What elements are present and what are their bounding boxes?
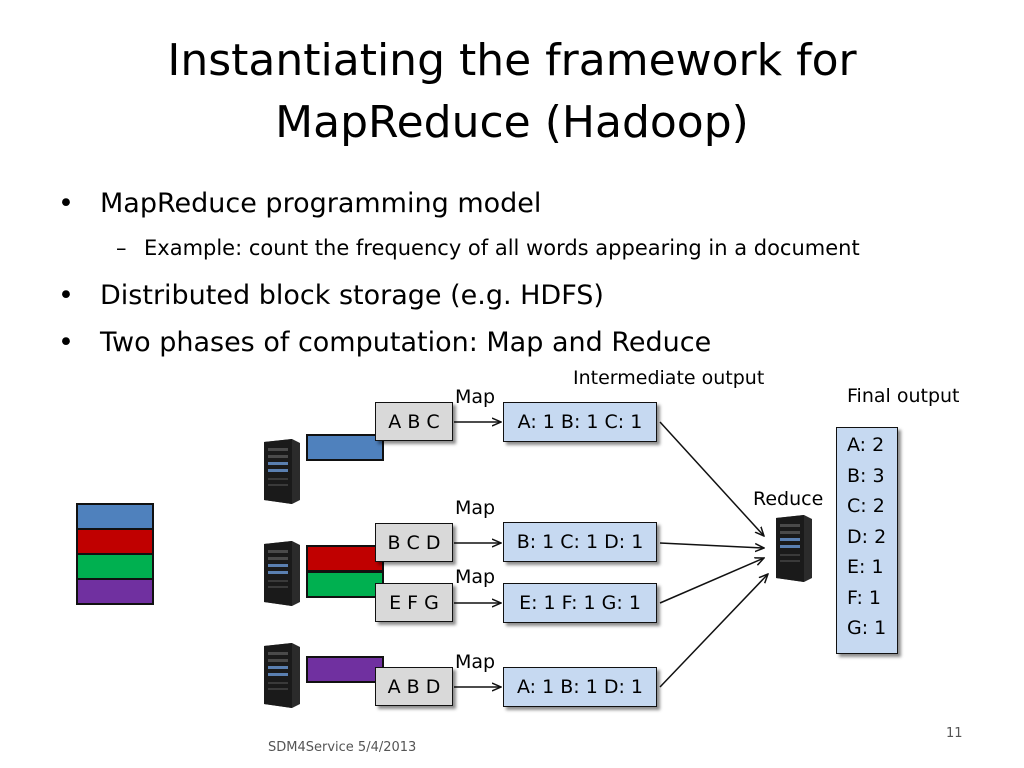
final-output-item: D: 2 bbox=[847, 525, 887, 548]
data-block-purple bbox=[306, 656, 384, 683]
bullet-dot: • bbox=[58, 327, 74, 358]
sub-bullet-text: Example: count the frequency of all word… bbox=[144, 236, 860, 260]
map-input-box: A B D bbox=[375, 667, 453, 706]
reduce-arrow bbox=[659, 542, 764, 548]
final-output-item: F: 1 bbox=[847, 586, 881, 609]
bullet-text: Distributed block storage (e.g. HDFS) bbox=[100, 280, 604, 311]
final-output-item: A: 2 bbox=[847, 434, 885, 456]
data-block-red bbox=[306, 545, 384, 572]
map-input-box: A B C bbox=[375, 402, 453, 441]
reduce-arrow bbox=[659, 574, 768, 688]
stack-block-red bbox=[76, 528, 154, 555]
data-block-blue bbox=[306, 434, 384, 461]
footer-source: SDM4Service 5/4/2013 bbox=[268, 740, 417, 755]
reduce-arrow bbox=[659, 421, 764, 536]
map-label: Map bbox=[455, 497, 496, 519]
sub-bullet-dash: – bbox=[116, 236, 127, 260]
reduce-arrow bbox=[659, 558, 764, 604]
final-output-item: E: 1 bbox=[847, 556, 884, 578]
final-output-item: C: 2 bbox=[847, 495, 885, 517]
final-output-label: Final output bbox=[847, 385, 960, 407]
intermediate-output-box: A: 1 B: 1 D: 1 bbox=[503, 667, 657, 707]
data-block-green bbox=[306, 571, 384, 598]
server-icon bbox=[264, 541, 300, 606]
slide-title-line-1: Instantiating the framework for bbox=[167, 35, 857, 86]
intermediate-output-label: Intermediate output bbox=[573, 367, 765, 389]
final-output-item: B: 3 bbox=[847, 464, 885, 487]
server-icon bbox=[264, 439, 300, 504]
map-input-box: B C D bbox=[375, 523, 453, 562]
map-input-box: E F G bbox=[375, 583, 453, 622]
slide-title-line-2: MapReduce (Hadoop) bbox=[275, 97, 749, 148]
stack-block-green bbox=[76, 553, 154, 580]
final-output-box: A: 2 B: 3 C: 2 D: 2 E: 1 F: 1 G: 1 bbox=[836, 427, 898, 654]
map-label: Map bbox=[455, 651, 496, 673]
bullet-dot: • bbox=[58, 280, 74, 311]
intermediate-output-box: B: 1 C: 1 D: 1 bbox=[503, 522, 657, 562]
page-number: 11 bbox=[946, 726, 963, 741]
intermediate-output-box: A: 1 B: 1 C: 1 bbox=[503, 402, 657, 442]
final-output-item: G: 1 bbox=[847, 617, 887, 639]
reduce-label: Reduce bbox=[753, 488, 824, 510]
bullet-text: Two phases of computation: Map and Reduc… bbox=[100, 327, 712, 358]
slide-title: Instantiating the framework for MapReduc… bbox=[0, 30, 1024, 154]
reduce-server-icon bbox=[776, 515, 812, 582]
server-icon bbox=[264, 643, 300, 708]
bullet-text: MapReduce programming model bbox=[100, 188, 542, 219]
stack-block-blue bbox=[76, 503, 154, 530]
intermediate-output-box: E: 1 F: 1 G: 1 bbox=[503, 583, 657, 623]
bullet-dot: • bbox=[58, 188, 74, 219]
map-label: Map bbox=[455, 566, 496, 588]
map-label: Map bbox=[455, 386, 496, 408]
stack-block-purple bbox=[76, 578, 154, 605]
